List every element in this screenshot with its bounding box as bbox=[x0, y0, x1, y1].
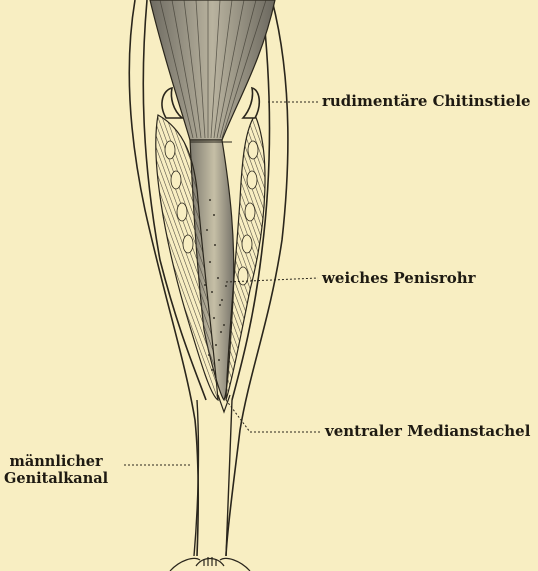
label-penis-tube: weiches Penisrohr bbox=[322, 270, 476, 287]
label-median-spine: ventraler Medianstachel bbox=[325, 423, 530, 440]
genital-canal bbox=[194, 400, 232, 556]
label-genital-canal-line1: männlicher bbox=[4, 453, 108, 470]
label-genital-canal-line2: Genitalkanal bbox=[4, 470, 108, 487]
label-chitin-stalks: rudimentäre Chitinstiele bbox=[322, 93, 531, 110]
basal-rosette bbox=[170, 557, 250, 571]
label-genital-canal: männlicher Genitalkanal bbox=[4, 453, 108, 487]
